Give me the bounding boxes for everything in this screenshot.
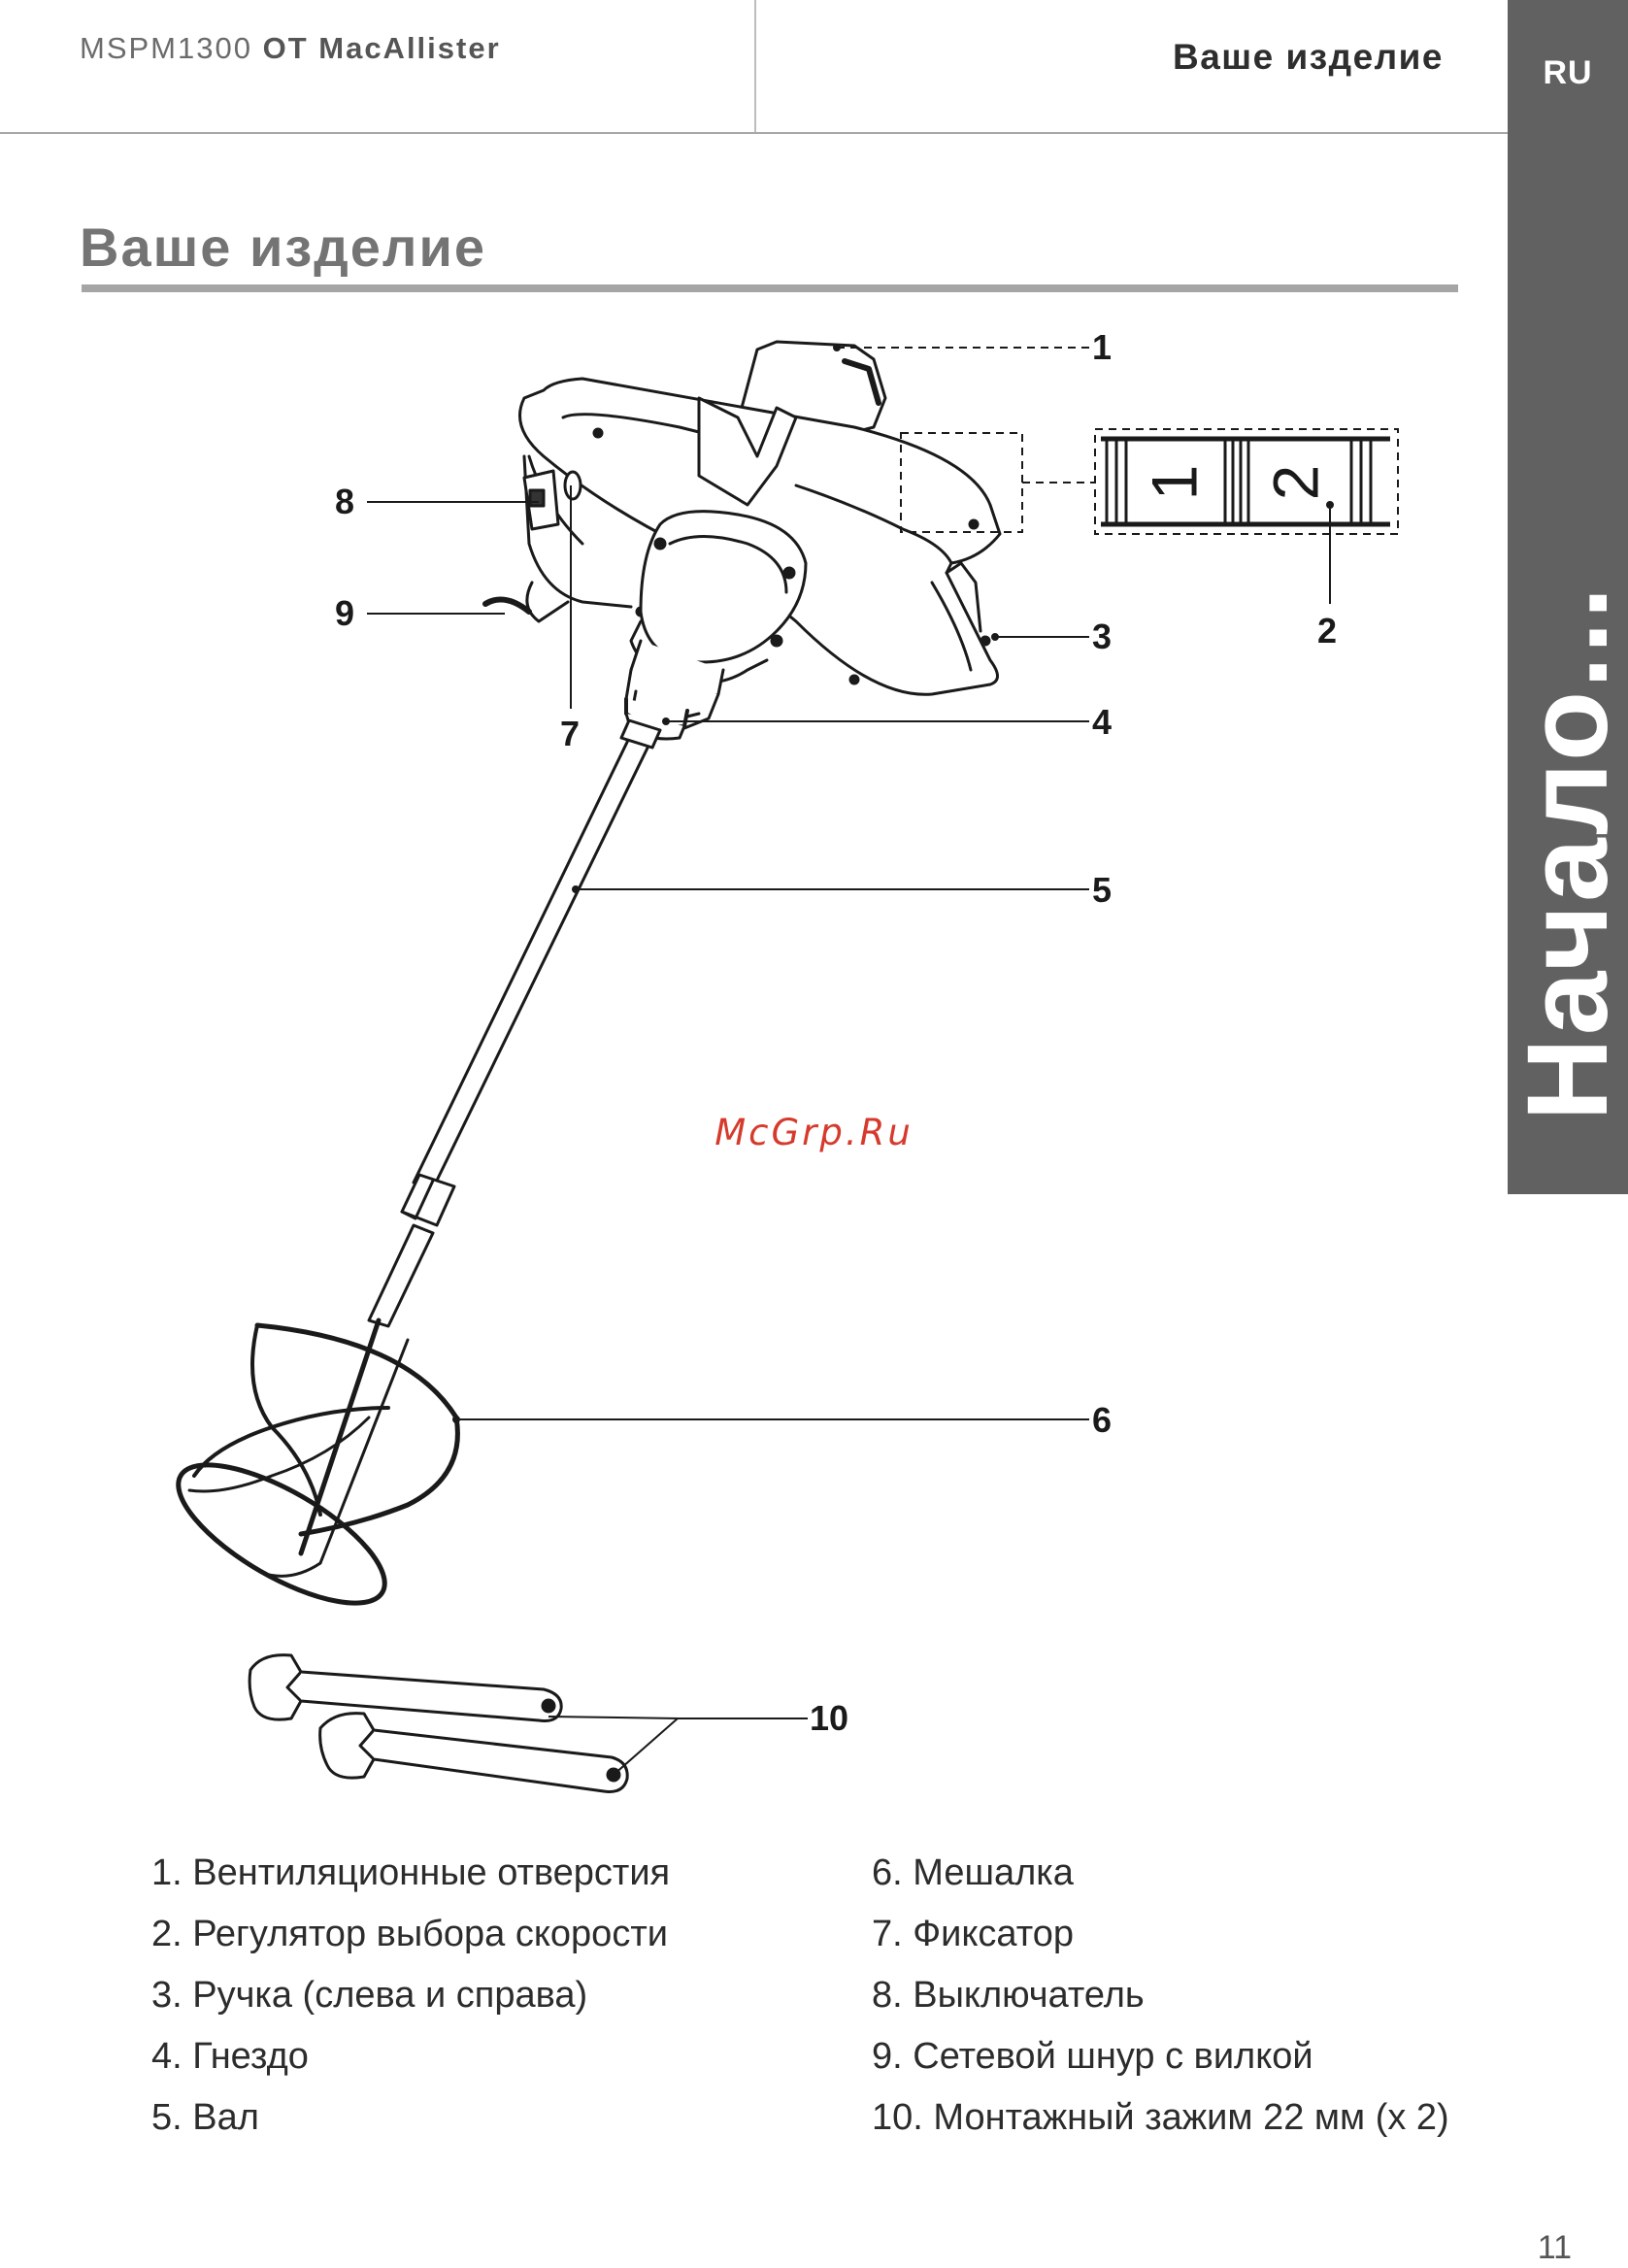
lock-button <box>565 472 581 499</box>
callout-10: 10 <box>810 1698 848 1738</box>
legend-item: 2. Регулятор выбора скорости <box>151 1904 670 1965</box>
watermark: McGrp.Ru <box>0 1112 1628 1153</box>
chapter-title: Начало... <box>1502 584 1628 1121</box>
legend-item: 1. Вентиляционные отверстия <box>151 1843 670 1904</box>
legend-item: 9. Сетевой шнур с вилкой <box>872 2026 1449 2087</box>
callout-2: 2 <box>1317 611 1337 650</box>
speed-dial-mark-1: 1 <box>1138 465 1210 501</box>
legend-left: 1. Вентиляционные отверстия 2. Регулятор… <box>151 1843 670 2149</box>
header-rule <box>0 132 1508 134</box>
legend-item: 5. Вал <box>151 2087 670 2149</box>
page-number: 11 <box>1538 2229 1572 2267</box>
legend-item: 7. Фиксатор <box>872 1904 1449 1965</box>
legend-item: 6. Мешалка <box>872 1843 1449 1904</box>
callout-5: 5 <box>1092 870 1112 910</box>
callout-4: 4 <box>1092 702 1112 742</box>
callout-7: 7 <box>560 714 580 753</box>
legend-item: 10. Монтажный зажим 22 мм (x 2) <box>872 2087 1449 2149</box>
title-rule <box>82 284 1458 292</box>
chapter-side-tab: RU Начало... <box>1508 0 1628 1194</box>
callout-8: 8 <box>335 482 354 521</box>
legend-right: 6. Мешалка 7. Фиксатор 8. Выключатель 9.… <box>872 1843 1449 2149</box>
legend-item: 4. Гнездо <box>151 2026 670 2087</box>
callout-3: 3 <box>1092 617 1112 656</box>
speed-dial-mark-2: 2 <box>1259 465 1331 501</box>
page-title: Ваше изделие <box>80 216 486 279</box>
header-section-title: Ваше изделие <box>1173 37 1444 78</box>
switch-button <box>524 471 558 529</box>
header-brand: ОТ MacAllister <box>263 31 501 65</box>
legend-item: 3. Ручка (слева и справа) <box>151 1965 670 2026</box>
header-model: MSPM1300 ОТ MacAllister <box>80 31 501 66</box>
mixing-paddle <box>159 1320 457 1629</box>
callout-1: 1 <box>1092 327 1112 367</box>
header-model-code: MSPM1300 <box>80 31 252 65</box>
language-badge: RU <box>1508 54 1628 92</box>
callout-6: 6 <box>1092 1400 1112 1440</box>
callout-9: 9 <box>335 593 354 633</box>
legend-item: 8. Выключатель <box>872 1965 1449 2026</box>
wrench-2 <box>320 1714 628 1792</box>
shaft <box>369 720 660 1326</box>
header-divider <box>754 0 756 134</box>
product-diagram: 1 2 1 2 3 4 5 6 7 8 9 10 <box>0 301 1508 1816</box>
wrench-1 <box>249 1655 561 1721</box>
